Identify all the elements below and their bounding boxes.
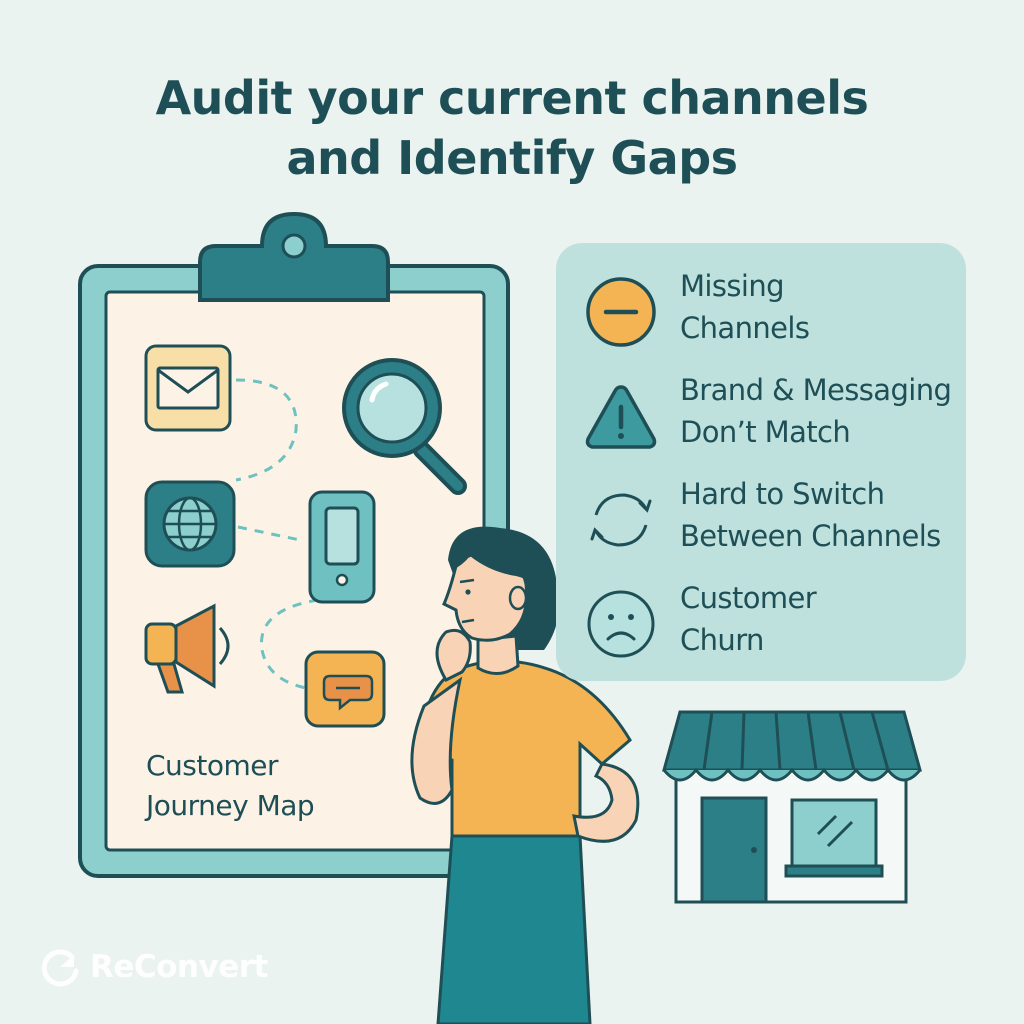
customer-journey-map-label: Customer Journey Map — [146, 746, 315, 826]
issue-line-1: Hard to Switch — [680, 477, 885, 511]
brand-name: ReConvert — [90, 949, 268, 985]
reconvert-logo-icon — [41, 949, 79, 987]
warning-triangle-icon — [585, 385, 657, 449]
storefront-illustration — [662, 710, 922, 904]
store-window — [790, 798, 878, 868]
title-line-2: and Identify Gaps — [286, 131, 738, 185]
issue-brand-messaging: Brand & Messaging Don’t Match — [556, 369, 966, 459]
issue-line-2: Between Channels — [680, 519, 941, 553]
issue-missing-channels: Missing Channels — [556, 265, 966, 355]
channel-gaps-panel: Missing Channels Brand & Messaging Don’t… — [556, 243, 966, 681]
issue-line-1: Customer — [680, 581, 817, 615]
issue-text: Hard to Switch Between Channels — [680, 473, 941, 557]
megaphone-icon — [144, 603, 230, 694]
thinking-woman-illustration — [410, 526, 640, 1024]
magnifying-glass-icon — [342, 358, 467, 495]
issue-text: Brand & Messaging Don’t Match — [680, 369, 952, 453]
sad-face-icon — [587, 590, 655, 658]
issue-hard-to-switch: Hard to Switch Between Channels — [556, 473, 966, 563]
issue-line-1: Brand & Messaging — [680, 373, 952, 407]
issue-line-2: Churn — [680, 623, 764, 657]
page-title: Audit your current channels and Identify… — [0, 68, 1024, 188]
chat-bubble-icon — [304, 650, 386, 728]
issue-line-2: Channels — [680, 311, 810, 345]
issue-line-1: Missing — [680, 269, 785, 303]
issue-customer-churn: Customer Churn — [556, 577, 966, 667]
envelope-icon — [144, 344, 232, 432]
issue-text: Customer Churn — [680, 577, 817, 661]
globe-icon — [144, 480, 236, 568]
issue-text: Missing Channels — [680, 265, 810, 349]
issue-line-2: Don’t Match — [680, 415, 851, 449]
label-line-2: Journey Map — [146, 789, 315, 822]
reconvert-brand: ReConvert — [38, 945, 268, 989]
title-line-1: Audit your current channels — [155, 71, 869, 125]
label-line-1: Customer — [146, 749, 279, 782]
minus-circle-icon — [586, 277, 656, 347]
refresh-cycle-icon — [590, 493, 652, 547]
journey-connectors — [235, 378, 319, 690]
smartphone-icon — [308, 490, 376, 604]
